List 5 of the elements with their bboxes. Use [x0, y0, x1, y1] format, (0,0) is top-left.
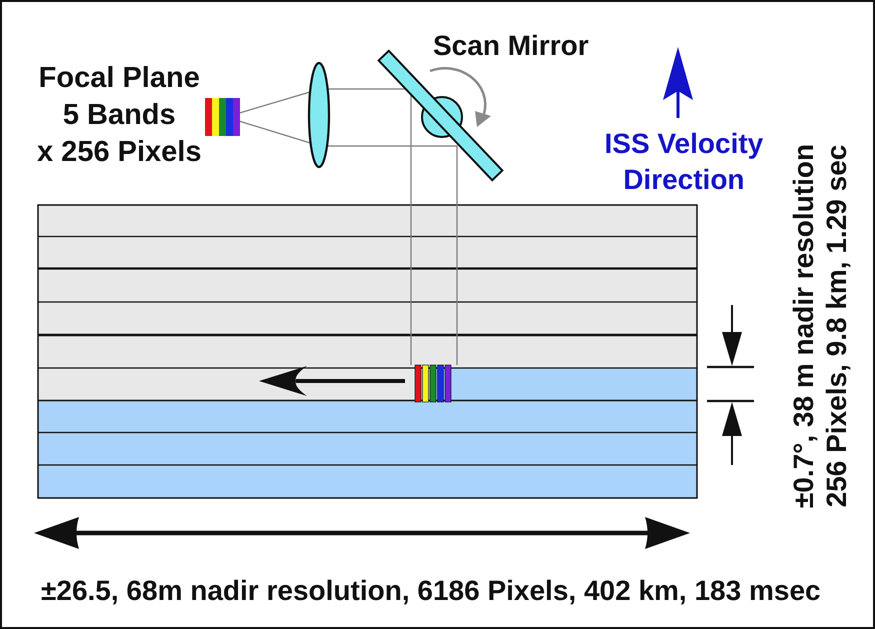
dimension-label: ±0.7°, 38 m nadir resolution 256 Pixels, 9.8 km, 1.29 sec — [787, 144, 854, 508]
dimension-label: ±26.5, 68m nadir resolution, 6186 Pixels, 402 km, 183 msec — [41, 575, 821, 607]
component-label: Focal Plane 5 Bands x 256 Pixels — [37, 60, 202, 170]
direction-label: ISS Velocity Direction — [604, 127, 764, 197]
component-label: Scan Mirror — [433, 29, 589, 63]
